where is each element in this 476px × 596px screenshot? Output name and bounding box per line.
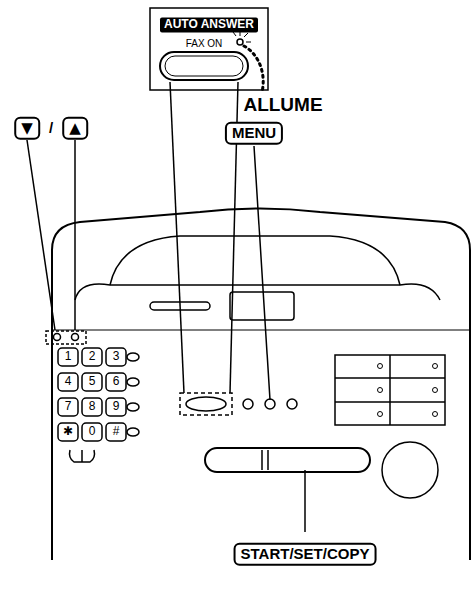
key-button — [127, 378, 139, 386]
key-label: 8 — [89, 400, 96, 413]
key-label: # — [113, 425, 120, 438]
handset-icon — [70, 450, 95, 462]
key-outline — [58, 348, 78, 366]
key-label: 5 — [89, 375, 96, 388]
key-button — [127, 428, 139, 436]
one-touch-panel — [335, 355, 445, 425]
key-outline — [82, 348, 102, 366]
panel-edge — [52, 330, 470, 331]
key-outline — [106, 423, 126, 441]
down-button — [54, 334, 61, 341]
key-button — [127, 403, 139, 411]
leader-line — [74, 140, 76, 330]
key-label: 0 — [89, 425, 96, 438]
separator: / — [49, 120, 53, 137]
start-button-bar — [205, 448, 370, 472]
key-outline — [106, 348, 126, 366]
grid-line — [389, 355, 391, 425]
key-label: ✱ — [63, 425, 73, 438]
divider — [267, 450, 269, 470]
key-outline — [58, 373, 78, 391]
dotted-leader — [244, 46, 263, 92]
paper-tray — [110, 236, 400, 285]
key-outline — [82, 423, 102, 441]
led-rays — [233, 31, 251, 42]
status-label: ALLUME — [241, 95, 324, 116]
auto-answer-button — [160, 52, 248, 80]
button-label: ▲ — [62, 117, 88, 140]
up-button — [72, 334, 79, 341]
button-label: FAX ON — [186, 38, 223, 49]
divider — [261, 450, 263, 470]
key-label: 2 — [89, 350, 96, 363]
one-touch-dots — [378, 364, 438, 417]
key-outline — [58, 423, 78, 441]
display — [230, 292, 294, 320]
key-outline — [58, 398, 78, 416]
button-label: ▼ — [14, 117, 40, 140]
button-label: START/SET/COPY — [234, 543, 377, 566]
auto-answer-area — [180, 393, 232, 415]
key-outline — [82, 398, 102, 416]
key-label: 4 — [65, 375, 72, 388]
leader-line — [254, 146, 270, 400]
key-button — [127, 353, 139, 361]
key-outline — [82, 373, 102, 391]
key-label: 3 — [113, 350, 120, 363]
menu-button — [265, 399, 275, 409]
fax-body — [52, 209, 470, 561]
leader-line — [304, 470, 306, 532]
key-label: 7 — [65, 400, 72, 413]
key-label: 1 — [65, 350, 72, 363]
keypad — [58, 348, 126, 441]
leader-line — [27, 140, 55, 330]
arrow-buttons-area — [46, 331, 86, 344]
grid-line — [335, 401, 445, 403]
auto-answer-button — [186, 397, 226, 411]
slot — [150, 302, 210, 310]
button-inner — [165, 56, 243, 76]
button-label: AUTO ANSWER — [160, 17, 258, 32]
button-label: MENU — [225, 122, 283, 145]
key-outline — [106, 398, 126, 416]
key-outline — [106, 373, 126, 391]
inset-leader — [170, 82, 184, 393]
grid-line — [335, 377, 445, 379]
button — [287, 399, 297, 409]
button — [243, 399, 253, 409]
dial — [382, 442, 438, 498]
led — [237, 39, 243, 45]
key-label: 6 — [113, 375, 120, 388]
key-label: 9 — [113, 400, 120, 413]
